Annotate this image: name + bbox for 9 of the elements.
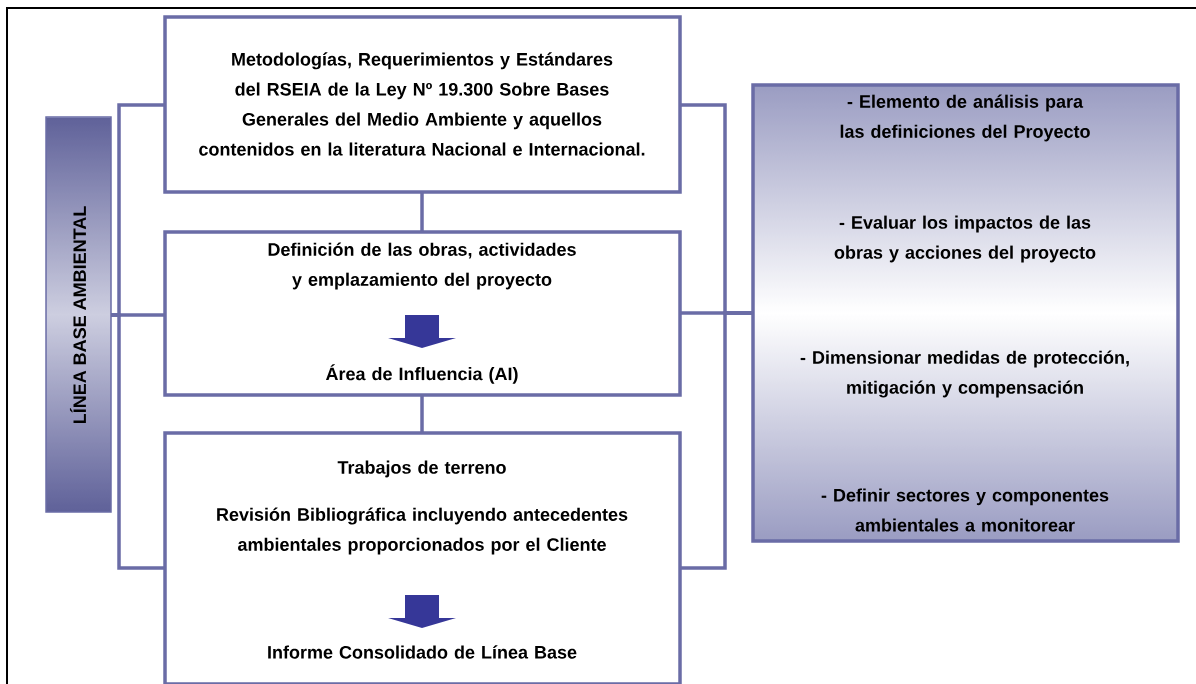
connector-line (420, 395, 424, 433)
process-box: Metodologías, Requerimientos y Estándares del RSEIA de la Ley Nº 19.300 Sobre Bases Generales del Medio Ambiente y aquellos contenidos en la literatura Nacional e Internacional. (163, 15, 682, 194)
label-bar: LÍNEA BASE AMBIENTAL (45, 116, 112, 513)
info-box: - Elemento de análisis para las definiciones del Proyecto - Evaluar los impactos de las obras y acciones del proyecto - Dimensionar medidas de protección, mitigación y compensación - Definir sectores y componentes ambientales a monitorear (751, 83, 1180, 543)
connector-line (680, 311, 753, 570)
connector-line (111, 313, 165, 570)
connector-line (420, 192, 424, 232)
process-box: Definición de las obras, actividades y emplazamiento del proyecto Área de Influencia (AI) (163, 230, 682, 397)
process-box: Trabajos de terreno Revisión Bibliográfica incluyendo antecedentes ambientales proporcionados por el Cliente Informe Consolidado de Línea Base (163, 431, 682, 684)
